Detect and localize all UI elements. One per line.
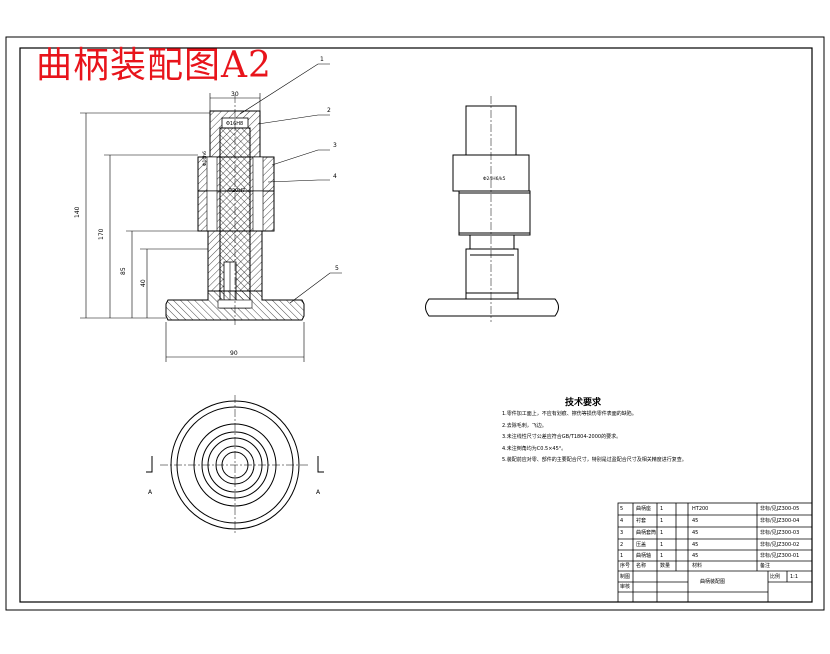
dim-top-bore: Φ16H8 — [226, 121, 243, 127]
bom-header-no: 序号 — [620, 563, 631, 569]
bom-cell-std: 非标/见JZ300-02 — [760, 542, 800, 548]
dim-total-height: 140 — [74, 206, 81, 218]
callout-5: 5 — [335, 265, 339, 272]
bom-cell-qty: 1 — [660, 506, 664, 512]
bom-cell-name: 衬套 — [636, 518, 647, 524]
bom-cell-no: 2 — [620, 542, 624, 548]
label-checked: 审核 — [620, 584, 631, 590]
callout-3: 3 — [333, 142, 337, 149]
dim-base-width: 90 — [230, 350, 238, 357]
callout-2: 2 — [327, 107, 331, 114]
dim-front-view-fit: Φ24H6/k5 — [483, 176, 506, 182]
callout-4: 4 — [333, 173, 337, 180]
bom-cell-std: 非标/见JZ300-03 — [760, 530, 800, 536]
bom-cell-no: 1 — [620, 553, 624, 559]
bom-cell-qty: 1 — [660, 553, 664, 559]
title-block — [617, 502, 813, 603]
bom-cell-qty: 1 — [660, 518, 664, 524]
tech-item: 2.去除毛刺，飞边。 — [502, 422, 547, 429]
section-view — [165, 95, 305, 325]
bom-cell-std: 非标/见JZ300-04 — [760, 518, 800, 524]
bom-cell-qty: 1 — [660, 542, 664, 548]
tech-item: 1.零件加工面上，不应有划痕、擦伤等损伤零件表面的缺陷。 — [502, 411, 637, 417]
bom-header-qty: 数量 — [660, 563, 671, 569]
bom-cell-name: 曲柄轴 — [636, 553, 652, 559]
section-mark-right: A — [316, 489, 321, 496]
outer-frame — [5, 36, 825, 611]
dim-lowest-height: 40 — [140, 279, 147, 287]
dimension-lines — [80, 93, 305, 362]
bom-cell-qty: 1 — [660, 530, 664, 536]
section-mark-left: A — [148, 489, 153, 496]
tech-requirements-title: 技术要求 — [565, 398, 602, 408]
tech-item: 3.未注线性尺寸公差应符合GB/T1804-2000的要求。 — [502, 434, 622, 440]
bom-cell-material: 45 — [692, 530, 699, 536]
bom-cell-name: 压盖 — [636, 542, 647, 548]
bom-cell-std: 非标/见JZ300-01 — [760, 553, 800, 559]
tech-item: 4.未注倒角均为C0.5×45°。 — [502, 445, 567, 452]
front-view — [425, 96, 559, 322]
bom-header-material: 材料 — [692, 563, 703, 569]
dim-mid-height: 170 — [98, 228, 105, 240]
value-scale: 1:1 — [790, 574, 799, 580]
bom-cell-no: 3 — [620, 530, 624, 536]
callout-1: 1 — [320, 56, 324, 63]
bom-header-std: 备注 — [760, 563, 771, 569]
label-drawn: 制图 — [620, 574, 631, 580]
dim-side-fit: Φ16h6 — [202, 151, 208, 166]
bom-cell-material: 45 — [692, 542, 699, 548]
bom-cell-std: 非标/见JZ300-05 — [760, 506, 800, 512]
dim-mid-bore: Φ20H7 — [228, 188, 245, 194]
dim-top-width: 30 — [231, 91, 239, 98]
dim-lower-height: 85 — [120, 267, 127, 275]
bom-cell-no: 4 — [620, 518, 624, 524]
bom-cell-name: 曲柄套筒 — [636, 530, 657, 536]
inner-frame — [19, 47, 813, 603]
bom-header-name: 名称 — [636, 563, 647, 569]
bom-cell-material: HT200 — [692, 506, 709, 512]
tech-requirements-list: 1.零件加工面上，不应有划痕、擦伤等损伤零件表面的缺陷。 2.去除毛刺，飞边。 … — [502, 409, 687, 467]
drawing-name: 曲柄装配图 — [700, 579, 726, 585]
label-scale: 比例 — [770, 574, 781, 580]
drawing-title: 曲柄装配图A2 — [36, 45, 272, 86]
tech-item: 5.装配前应对零、部件的主要配合尺寸，特别是过盈配合尺寸及相关精度进行复查。 — [502, 457, 687, 463]
bom-cell-name: 曲柄座 — [636, 506, 652, 512]
bom-cell-no: 5 — [620, 506, 624, 512]
bom-cell-material: 45 — [692, 518, 699, 524]
bom-cell-material: 45 — [692, 553, 699, 559]
top-view — [146, 395, 324, 535]
callout-leaders — [239, 63, 342, 304]
